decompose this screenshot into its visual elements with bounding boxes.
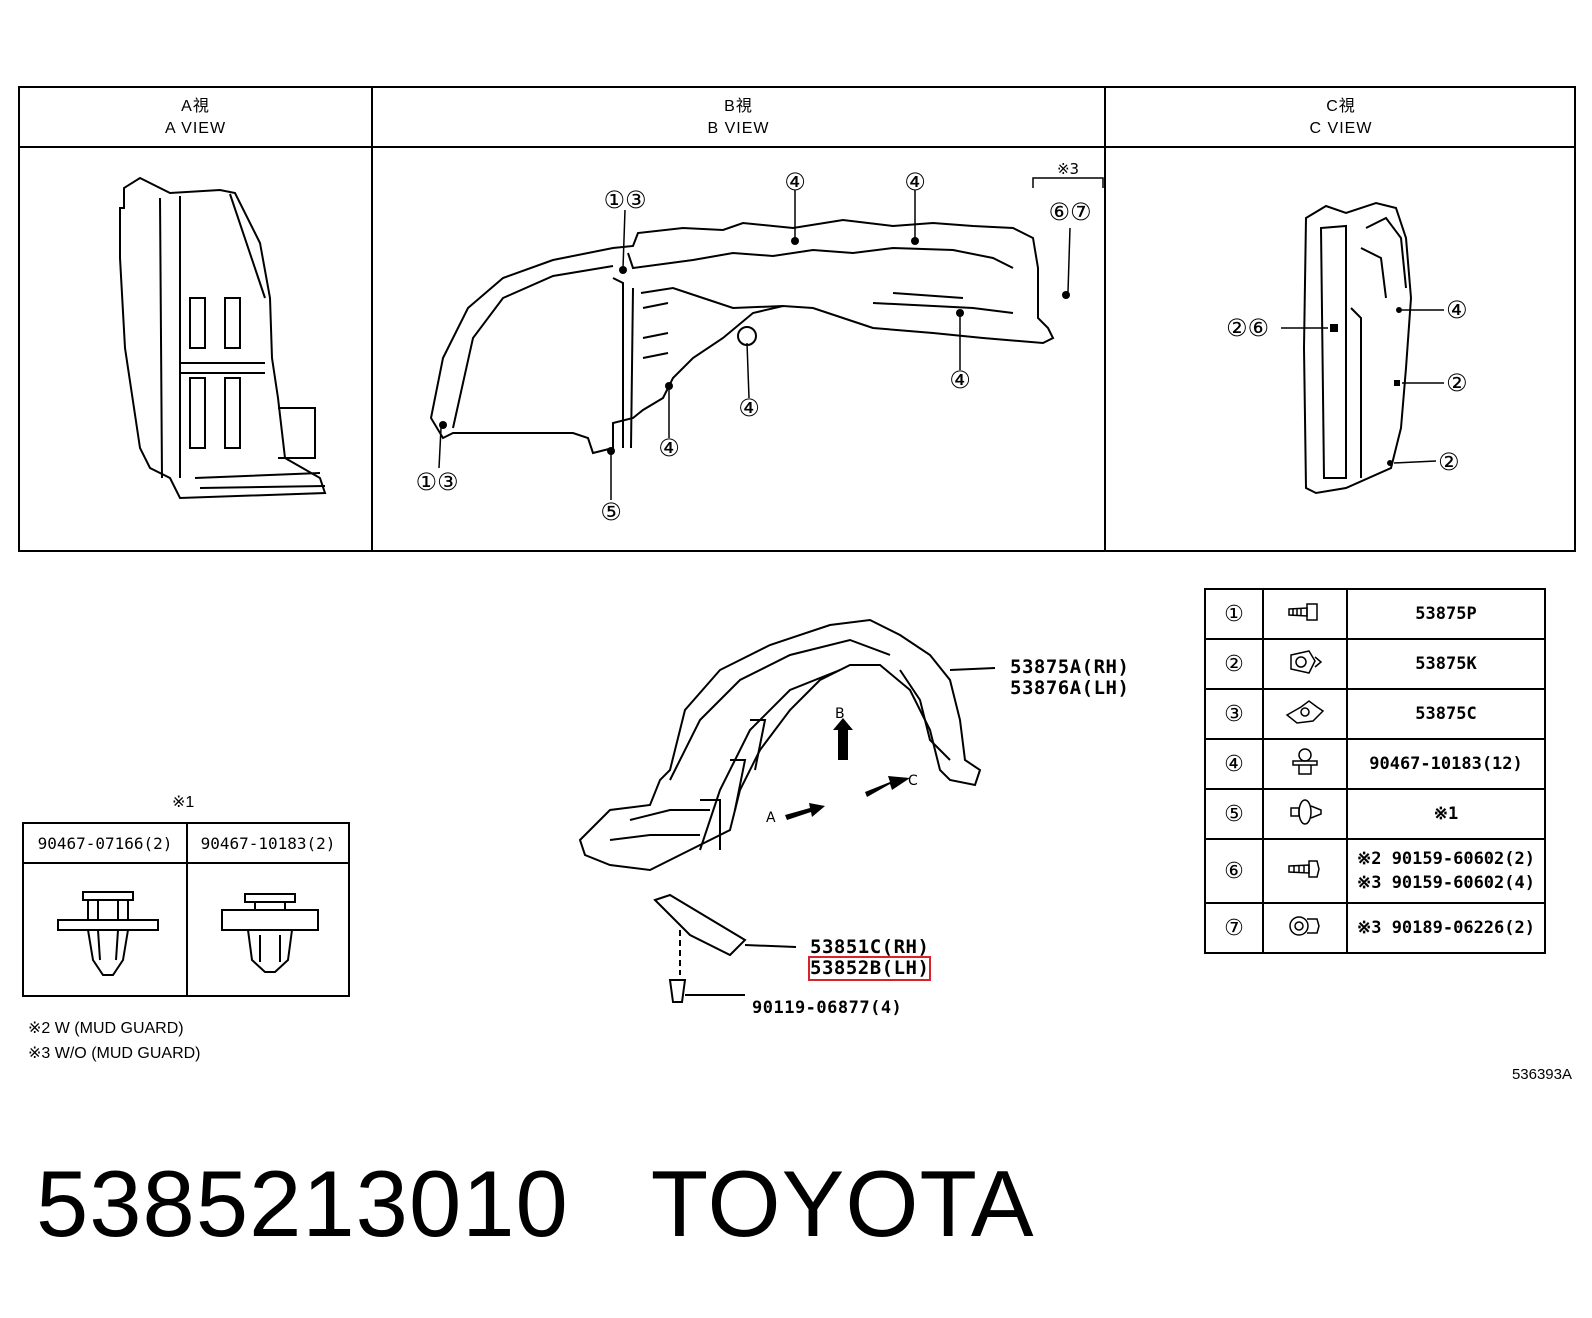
table-row: ⑦ ※3 90189-06226(2): [1204, 902, 1546, 954]
c-callout-2b: ②: [1438, 448, 1460, 476]
b-callout-4d: ④: [658, 434, 680, 462]
row-part: 53875P: [1346, 588, 1546, 640]
b-callout-4c: ④: [738, 394, 760, 422]
arrow-c-label: C: [908, 773, 918, 789]
b-callout-4b: ④: [904, 168, 926, 196]
table-row: ③ 53875C: [1204, 688, 1546, 740]
clip-box-mark: ※1: [172, 794, 195, 811]
row-number: ①: [1204, 588, 1264, 640]
grommet-icon: [1289, 915, 1320, 936]
screw-label: 90119-06877(4): [752, 998, 903, 1018]
note-w-mud-guard: ※2 W (MUD GUARD): [28, 1020, 184, 1037]
seal-part-labels: 53851C(RH) 53852B(LH): [807, 936, 932, 981]
row-part-2: ※3 90159-60602(4): [1356, 873, 1535, 893]
clip-box-col1: 90467-07166(2): [24, 824, 188, 864]
c-view-title-jp: C視: [1326, 98, 1356, 115]
note-wo-mud-guard: ※3 W/O (MUD GUARD): [28, 1045, 201, 1062]
arrow-b-label: B: [835, 706, 845, 722]
liner-rh-label: 53875A(RH): [1010, 656, 1130, 678]
b-callout-1-3-bottom: ①③: [415, 468, 458, 496]
c-callout-2a: ②: [1446, 369, 1468, 397]
table-row: ⑥ ※2 90159-60602(2) ※3 90159-60602(4): [1204, 838, 1546, 904]
row-number: ⑦: [1204, 902, 1264, 954]
bolt-icon: [1288, 859, 1320, 878]
table-row: ⑤ ※1: [1204, 788, 1546, 840]
clip-nut-icon: [1290, 649, 1323, 674]
push-clip-icon: [1292, 747, 1318, 775]
a-view-header: A視 A VIEW: [20, 88, 371, 148]
row-part: ※2 90159-60602(2): [1356, 849, 1535, 869]
row-part: 53875C: [1346, 688, 1546, 740]
arrow-a-label: A: [766, 810, 776, 826]
screw-icon: [1288, 602, 1318, 621]
b-callout-4e: ④: [949, 366, 971, 394]
a-view-title-jp: A視: [181, 98, 210, 115]
fender-liner-drawing: B C A: [578, 618, 996, 1003]
c-callout-4: ④: [1446, 296, 1468, 324]
seal-rh-label: 53851C(RH): [810, 936, 930, 958]
b-callout-5: ⑤: [600, 498, 622, 526]
row-part: ※1: [1346, 788, 1546, 840]
b-view-title-jp: B視: [724, 98, 753, 115]
c-callout-2-6: ②⑥: [1226, 314, 1269, 342]
row-part: 53875K: [1346, 638, 1546, 690]
row-part: ※3 90189-06226(2): [1346, 902, 1546, 954]
clip-box: 90467-07166(2) 90467-10183(2): [22, 822, 350, 997]
row-part: 90467-10183(12): [1346, 738, 1546, 790]
seal-lh-label-highlighted: 53852B(LH): [807, 956, 932, 981]
views-panel: A視 A VIEW B視 B VIEW: [18, 86, 1576, 552]
table-row: ① 53875P: [1204, 588, 1546, 640]
row-number: ③: [1204, 688, 1264, 740]
c-view-title-en: C VIEW: [1309, 120, 1373, 137]
row-number: ④: [1204, 738, 1264, 790]
row-number: ⑤: [1204, 788, 1264, 840]
b-view-title-en: B VIEW: [707, 120, 770, 137]
b-callout-1-3-top: ①③: [603, 186, 646, 214]
c-view-drawing: ②⑥ ④ ② ②: [1226, 201, 1468, 495]
a-view-title-en: A VIEW: [164, 120, 227, 137]
b-note-3: ※3: [1057, 160, 1079, 178]
row-number: ⑥: [1204, 838, 1264, 904]
nut-clip-icon: [1285, 699, 1325, 724]
clip-box-col2: 90467-10183(2): [188, 824, 348, 864]
b-view-header: B視 B VIEW: [373, 88, 1104, 148]
c-view-column: C視 C VIEW ②⑥ ④: [1104, 88, 1576, 550]
brand-name: TOYOTA: [650, 1151, 1035, 1256]
liner-part-labels: 53875A(RH) 53876A(LH): [1010, 657, 1129, 699]
table-row: ② 53875K: [1204, 638, 1546, 690]
fastener-table: ① 53875P ② 53875K ③ 53875C ④ 90467-10183…: [1204, 588, 1546, 954]
clip-icon-10183: [221, 893, 319, 973]
notes: ※2 W (MUD GUARD) ※3 W/O (MUD GUARD): [28, 1016, 201, 1066]
a-view-drawing: [119, 176, 327, 500]
c-view-header: C視 C VIEW: [1106, 88, 1576, 148]
part-number: 5385213010: [36, 1151, 569, 1256]
b-view-drawing: ①③ ④ ④ ※3 ⑥⑦ ④ ④ ④ ④ ①③ ⑤: [415, 160, 1104, 526]
push-rivet-icon: [1290, 798, 1322, 825]
clip-box-divider: [186, 864, 188, 995]
b-callout-4a: ④: [784, 168, 806, 196]
liner-lh-label: 53876A(LH): [1010, 677, 1130, 699]
part-number-heading: 5385213010 TOYOTA: [36, 1150, 1035, 1258]
figure-id: 536393A: [1511, 1066, 1572, 1083]
row-number: ②: [1204, 638, 1264, 690]
clip-icon-07166: [57, 891, 159, 976]
a-view-column: A視 A VIEW: [20, 88, 371, 550]
b-view-column: B視 B VIEW: [371, 88, 1104, 550]
table-row: ④ 90467-10183(12): [1204, 738, 1546, 790]
b-callout-6-7: ⑥⑦: [1048, 198, 1091, 226]
